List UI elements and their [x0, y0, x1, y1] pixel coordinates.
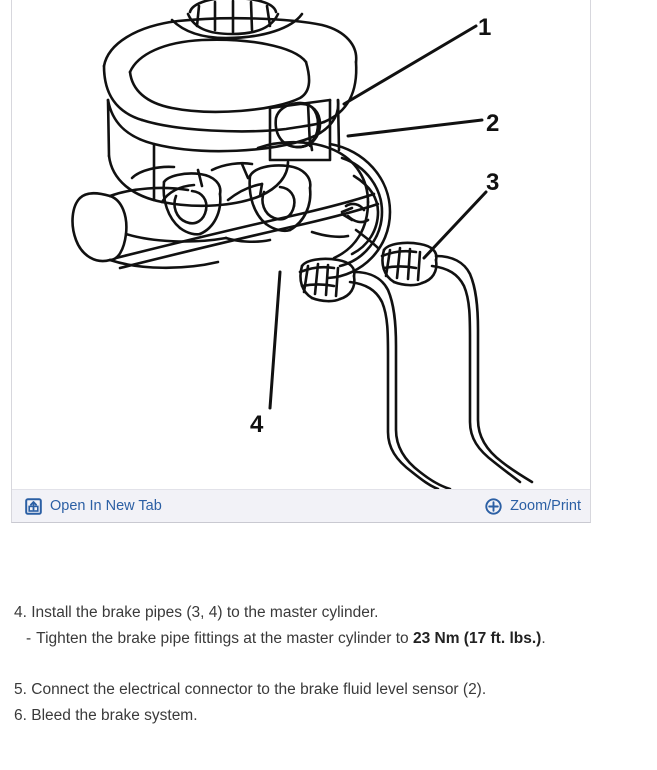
- instruction-step-6: 6. Bleed the brake system.: [0, 703, 657, 729]
- open-in-new-tab-icon: [25, 497, 42, 515]
- diagram-linework: [71, 0, 534, 489]
- zoom-print-plus-circle-icon: [485, 497, 502, 515]
- callout-number-4: 4: [250, 411, 264, 438]
- zoom-print-button[interactable]: Zoom/Print: [482, 496, 584, 517]
- instruction-spacer: [0, 652, 657, 677]
- callout-leader-lines: [268, 24, 488, 410]
- instruction-step-4-sub: -Tighten the brake pipe fittings at the …: [0, 626, 657, 652]
- step-6-text: Bleed the brake system.: [31, 707, 198, 724]
- viewer-toolbar: Open In New Tab Zoom/Print: [12, 489, 590, 522]
- sub-step-text-before: Tighten the brake pipe fittings at the m…: [36, 630, 413, 647]
- leader-line-4: [268, 270, 282, 410]
- instructions-block: 4. Install the brake pipes (3, 4) to the…: [0, 600, 657, 729]
- image-viewer-panel: 1 2 3 4 Open In New Tab: [11, 0, 591, 523]
- sub-step-dash: -: [26, 630, 32, 647]
- zoom-print-label: Zoom/Print: [510, 497, 581, 514]
- instruction-step-4: 4. Install the brake pipes (3, 4) to the…: [0, 600, 657, 626]
- leader-line-3: [422, 190, 488, 260]
- open-in-new-tab-label: Open In New Tab: [50, 497, 162, 514]
- instruction-step-5: 5. Connect the electrical connector to t…: [0, 677, 657, 703]
- callout-number-3: 3: [486, 169, 499, 196]
- leader-line-2: [346, 118, 484, 138]
- sub-step-text-after: .: [541, 630, 546, 647]
- step-5-number: 5.: [14, 681, 27, 698]
- callout-numbers: 1 2 3 4: [250, 14, 499, 438]
- callout-number-2: 2: [486, 110, 499, 137]
- open-in-new-tab-button[interactable]: Open In New Tab: [22, 496, 165, 517]
- step-4-number: 4.: [14, 604, 27, 621]
- step-6-number: 6.: [14, 707, 27, 724]
- step-5-text: Connect the electrical connector to the …: [31, 681, 487, 698]
- callout-number-1: 1: [478, 14, 491, 41]
- leader-line-1: [342, 24, 478, 106]
- master-cylinder-diagram: 1 2 3 4: [12, 0, 590, 489]
- torque-spec-value: 23 Nm (17 ft. lbs.): [412, 630, 542, 647]
- figure-area: 1 2 3 4: [12, 0, 590, 489]
- step-4-text: Install the brake pipes (3, 4) to the ma…: [31, 604, 379, 621]
